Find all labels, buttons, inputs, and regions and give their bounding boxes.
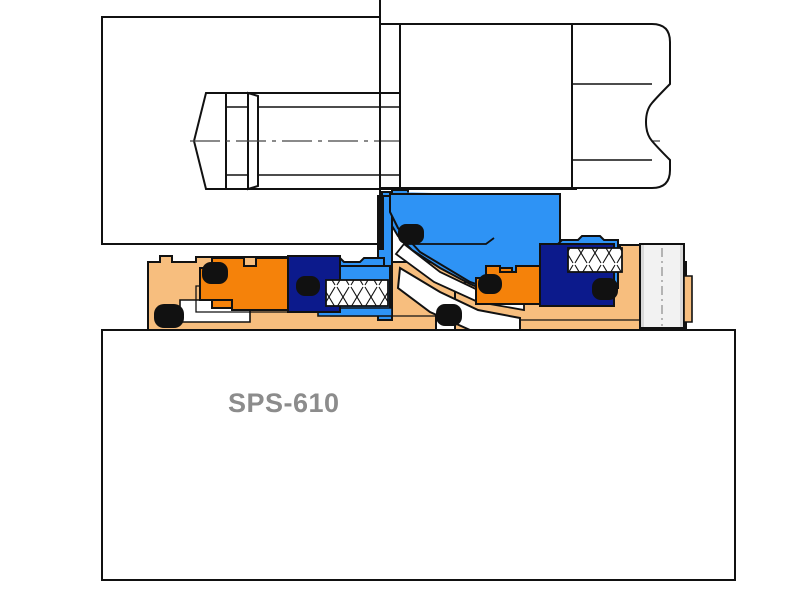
o-ring (154, 304, 184, 328)
o-ring (398, 224, 424, 244)
o-ring (202, 262, 228, 284)
spring-left (325, 279, 389, 307)
page-title: SPS-610 (228, 388, 340, 418)
o-ring (478, 274, 502, 294)
lower-housing-block: SPS-610 (101, 329, 736, 581)
o-ring (592, 278, 618, 300)
hex-nut (379, 23, 671, 189)
lip-seal-edge (378, 196, 384, 250)
spring-right (567, 247, 623, 273)
set-screw (639, 243, 693, 329)
hex-nut-head (571, 23, 671, 189)
o-ring (296, 276, 320, 296)
hex-nut-shank (399, 23, 573, 189)
o-ring-group (154, 224, 618, 328)
o-ring (436, 304, 462, 326)
